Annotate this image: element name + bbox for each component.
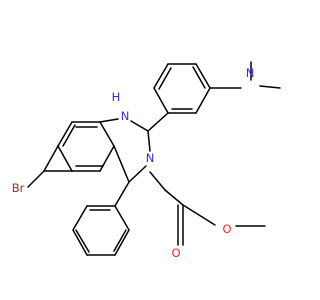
bond-line bbox=[149, 171, 166, 191]
bond-line bbox=[57, 121, 73, 147]
bond-line bbox=[192, 66, 206, 89]
bond-line bbox=[130, 120, 149, 132]
bond-line bbox=[114, 229, 130, 256]
bond-line bbox=[62, 124, 76, 147]
bond-line bbox=[72, 205, 88, 231]
bond-line bbox=[114, 205, 130, 231]
bond-line bbox=[259, 85, 281, 89]
bond-line bbox=[147, 112, 169, 132]
carbonyl-oxygen-label: O bbox=[171, 246, 180, 260]
bond-line bbox=[153, 87, 169, 114]
atom-labels: H N N N Br O O bbox=[12, 66, 255, 260]
bonds bbox=[27, 61, 281, 256]
bond-line bbox=[99, 145, 115, 172]
bond-line bbox=[153, 63, 169, 89]
bond-line bbox=[57, 145, 73, 172]
bond-line bbox=[27, 170, 45, 188]
bond-line bbox=[195, 87, 211, 114]
molecule-diagram: H N N N Br O O bbox=[12, 61, 281, 260]
nh-n-label: N bbox=[121, 109, 130, 123]
bond-line bbox=[43, 145, 59, 172]
bond-line bbox=[113, 229, 127, 252]
ring-n-label: N bbox=[146, 151, 155, 165]
bond-line bbox=[128, 165, 147, 183]
bond-line bbox=[72, 229, 88, 256]
nh-h-label: H bbox=[112, 90, 121, 104]
bond-line bbox=[75, 229, 90, 253]
bond-line bbox=[195, 63, 211, 89]
dimethylamino-n-label: N bbox=[246, 66, 255, 80]
bond-line bbox=[158, 67, 172, 90]
bond-line bbox=[99, 118, 119, 123]
bromine-label: Br bbox=[12, 181, 25, 195]
bond-line bbox=[164, 189, 184, 206]
bond-line bbox=[114, 181, 130, 207]
structure-svg: H N N N Br O O bbox=[12, 61, 281, 260]
bond-line bbox=[147, 130, 151, 152]
bond-line bbox=[182, 204, 216, 226]
ester-oxygen-label: O bbox=[222, 222, 231, 236]
bond-line bbox=[113, 145, 130, 183]
bond-line bbox=[99, 121, 115, 147]
